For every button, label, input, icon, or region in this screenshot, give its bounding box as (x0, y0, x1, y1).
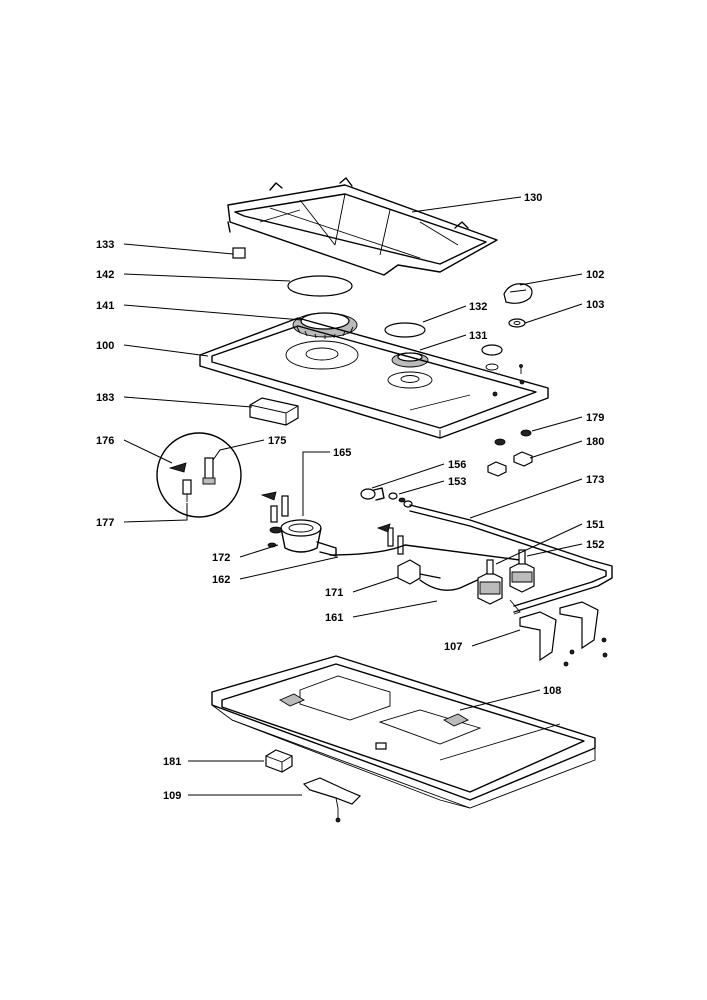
clip-washers (494, 429, 532, 446)
gas-valve-right (509, 549, 535, 593)
hob-top-plate (199, 317, 549, 439)
valve-connector (360, 487, 413, 508)
callout-180: 180 (586, 436, 604, 448)
knob-washer (508, 318, 526, 328)
callout-171: 171 (325, 587, 343, 599)
callout-100: 100 (96, 340, 114, 352)
callout-172: 172 (212, 552, 230, 564)
callout-103: 103 (586, 299, 604, 311)
callout-107: 107 (444, 641, 462, 653)
callout-130: 130 (524, 192, 542, 204)
callout-156: 156 (448, 459, 466, 471)
fixing-bracket (302, 777, 362, 823)
callout-142: 142 (96, 269, 114, 281)
callout-173: 173 (586, 474, 604, 486)
tray-foot (265, 749, 293, 773)
detail-circle-thermocouple (156, 432, 242, 518)
callout-132: 132 (469, 301, 487, 313)
callout-165: 165 (333, 447, 351, 459)
callout-151: 151 (586, 519, 604, 531)
callout-141: 141 (96, 300, 114, 312)
callout-102: 102 (586, 269, 604, 281)
control-knob (503, 283, 533, 304)
callout-179: 179 (586, 412, 604, 424)
large-burner-body (260, 491, 337, 557)
callout-177: 177 (96, 517, 114, 529)
pan-support-grid (227, 177, 498, 276)
small-burner-cap (384, 322, 426, 338)
clip-blocks (487, 451, 533, 477)
bottom-tray (211, 655, 596, 809)
callout-181: 181 (163, 756, 181, 768)
callout-152: 152 (586, 539, 604, 551)
callout-153: 153 (448, 476, 466, 488)
callout-162: 162 (212, 574, 230, 586)
callout-131: 131 (469, 330, 487, 342)
callout-161: 161 (325, 612, 343, 624)
large-burner-cap (287, 275, 353, 297)
callout-176: 176 (96, 435, 114, 447)
callout-175: 175 (268, 435, 286, 447)
small-burner-body (376, 523, 441, 585)
callout-183: 183 (96, 392, 114, 404)
callout-109: 109 (163, 790, 181, 802)
mounting-brackets (519, 601, 608, 667)
gas-pipe (409, 504, 613, 615)
leader-lines (123, 196, 583, 796)
callout-labels: 130 133 142 102 141 132 103 131 100 183 … (96, 192, 604, 802)
thermocouple-lead (329, 544, 521, 591)
rubber-foot (232, 247, 246, 259)
callout-133: 133 (96, 239, 114, 251)
ignition-generator (249, 397, 299, 426)
callout-108: 108 (543, 685, 561, 697)
knob-screw (519, 364, 523, 374)
gas-valve-left (477, 559, 503, 605)
